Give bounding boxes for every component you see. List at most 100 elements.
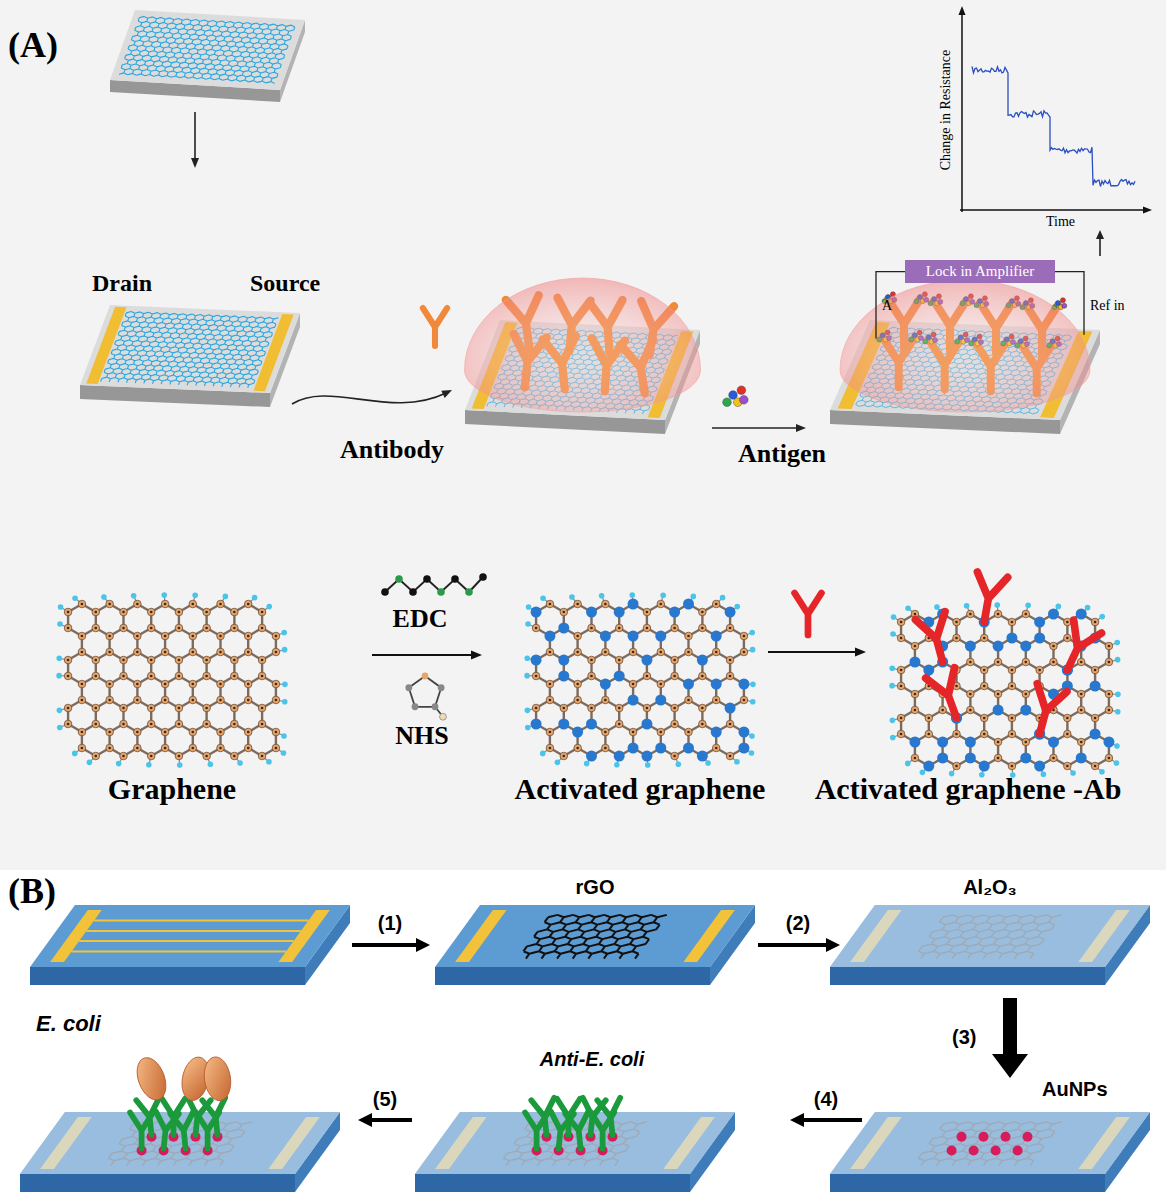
carbon-atom [217, 600, 225, 608]
carbon-core [900, 669, 903, 672]
hydrogen-atom [1056, 604, 1062, 610]
curved-arrow-head [441, 390, 452, 398]
slab-top [110, 10, 305, 90]
layer-label: rGO [576, 876, 615, 898]
carbon-core [729, 659, 732, 662]
hydrogen-atom [192, 593, 198, 599]
activated-site [531, 655, 542, 666]
hydrogen-atom [525, 725, 531, 731]
alumina-layer [415, 1112, 735, 1174]
carbon-core [687, 635, 690, 638]
antibody-stroke [423, 308, 447, 346]
carbon-core [247, 603, 250, 606]
carbon-core [178, 707, 181, 710]
carbon-core [729, 755, 732, 758]
hydrogen-atom [525, 708, 531, 714]
slab-top [830, 1112, 1150, 1174]
gold-nanoparticle [969, 1145, 979, 1155]
fabrication-device [435, 905, 755, 985]
signal-label: A [882, 298, 892, 313]
hydrogen-atom [1114, 760, 1120, 766]
gold-nanoparticle [947, 1145, 957, 1155]
carbon-atom [712, 600, 720, 608]
carbon-core [122, 659, 125, 662]
step-number: (5) [373, 1088, 397, 1110]
carbon-atom [147, 656, 155, 664]
carbon-atom [967, 658, 975, 666]
carbon-core [914, 613, 917, 616]
carbon-core [1108, 757, 1111, 760]
carbon-core [914, 757, 917, 760]
reaction-arrow-head [471, 651, 482, 660]
slab-front [415, 1174, 690, 1192]
carbon-atom [657, 648, 665, 656]
carbon-atom [120, 704, 128, 712]
carbon-atom [1008, 618, 1016, 626]
carbon-core [983, 637, 986, 640]
carbon-atom [161, 600, 169, 608]
carbon-core [969, 661, 972, 664]
carbon-atom [1091, 714, 1099, 722]
carbon-core [178, 611, 181, 614]
carbon-core [549, 699, 552, 702]
hydrogen-atom [177, 762, 183, 768]
reagent-label: NHS [395, 722, 448, 751]
carbon-core [715, 651, 718, 654]
carbon-atom [203, 704, 211, 712]
activated-site [697, 751, 708, 762]
hydrogen-atom [734, 759, 740, 765]
activated-site [628, 599, 639, 610]
activated-site [544, 631, 555, 642]
activated-site [1090, 681, 1101, 692]
carbon-core [94, 723, 97, 726]
carbon-core [632, 731, 635, 734]
carbon-core [687, 699, 690, 702]
step-arrow-head [358, 1113, 372, 1127]
carbon-atom [92, 720, 100, 728]
carbon-atom [1008, 666, 1016, 674]
hydrogen-atom [58, 604, 64, 610]
activated-site [1034, 617, 1045, 628]
step-arrow-big [992, 998, 1028, 1078]
carbon-atom [546, 600, 554, 608]
bound-antibody [1053, 620, 1101, 676]
lock-in-amplifier-box: Lock in Amplifier [905, 260, 1055, 283]
fabrication-device [30, 905, 350, 985]
carbon-core [535, 707, 538, 710]
y-axis-head [959, 6, 966, 15]
carbon-atom [120, 624, 128, 632]
carbon-core [646, 611, 649, 614]
antibody-device [465, 278, 701, 434]
hydrogen-atom [1114, 640, 1120, 646]
hydrogen-atom [146, 762, 152, 768]
carbon-core [164, 747, 167, 750]
carbon-atom [897, 634, 905, 642]
hydrogen-atom [56, 655, 62, 661]
carbon-atom [147, 608, 155, 616]
activated-site [628, 695, 639, 706]
carbon-core [247, 635, 250, 638]
carbon-core [233, 659, 236, 662]
slab-top [80, 305, 300, 393]
carbon-atom [588, 672, 596, 680]
carbon-core [618, 723, 621, 726]
carbon-atom [629, 680, 637, 688]
carbon-core [205, 659, 208, 662]
carbon-core [94, 675, 97, 678]
activated-site [614, 751, 625, 762]
hydrogen-atom [660, 593, 666, 599]
carbon-core [549, 603, 552, 606]
carbon-core [233, 611, 236, 614]
slab-top [30, 905, 350, 967]
antigen-unit [1062, 303, 1067, 308]
carbon-atom [244, 728, 252, 736]
fabrication-device [415, 1098, 735, 1192]
activated-site [558, 719, 569, 730]
carbon-core [219, 731, 222, 734]
carbon-core [275, 651, 278, 654]
ecoli-cell [202, 1055, 234, 1102]
carbon-atom [994, 610, 1002, 618]
carbon-core [191, 635, 194, 638]
carbon-core [122, 675, 125, 678]
